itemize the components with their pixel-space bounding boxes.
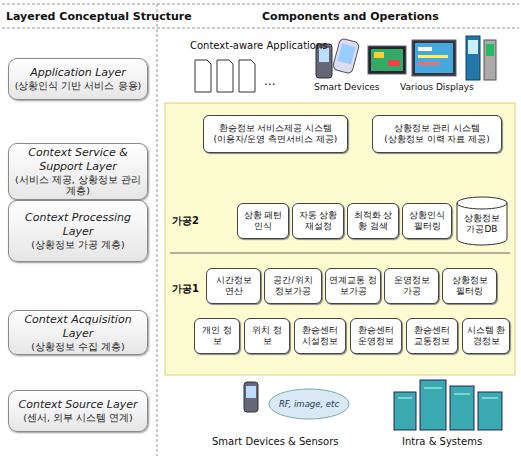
node-text: 자동 상황 재설정 <box>296 210 340 232</box>
label-text: Intra & Systems <box>402 436 482 447</box>
node-text: RF, image, etc <box>279 399 339 409</box>
node-text: 공간/위치 정보가공 <box>268 275 318 297</box>
label-text: 가공1 <box>172 282 199 296</box>
label-text: Layered Conceptual Structure <box>6 10 192 23</box>
node-text: 상황 패턴인식 <box>241 210 285 232</box>
layer-box: Context Processing Layer(상황정보 가공 계층) <box>8 200 148 262</box>
node-text: (이용자/운영 측면서비스 제공) <box>214 134 338 145</box>
component-box: 운영정보 가공 <box>384 268 439 304</box>
component-box: 상황 패턴인식 <box>237 203 289 239</box>
label-text: 가공2 <box>172 214 199 228</box>
component-box: 위치 정보 <box>244 318 290 354</box>
node-text: 상황정보 필터링 <box>446 275 493 297</box>
layer-box: Application Layer(상황인식 기반 서비스 응용) <box>8 58 148 100</box>
signal-ellipse: RF, image, etc <box>268 388 350 420</box>
node-text: Application Layer <box>30 66 126 80</box>
node-text: (센서, 외부 시스템 연계) <box>23 412 133 424</box>
label-text: Context-aware Applications <box>190 40 328 51</box>
label-text: Smart Devices & Sensors <box>212 436 338 447</box>
component-box: 자동 상황 재설정 <box>292 203 344 239</box>
node-text: 환승정보 서비스제공 시스템 <box>219 123 333 134</box>
node-text: 환승센터 교통정보 <box>410 325 454 347</box>
component-box: 연계교통 정보가공 <box>325 268 381 304</box>
node-text: (상황정보 수집 계층) <box>31 341 124 353</box>
label-text: Components and Operations <box>262 10 439 23</box>
component-box: 환승센터 교통정보 <box>406 318 458 354</box>
node-text: (서비스 제공, 상황정보 관리 계층) <box>13 174 143 198</box>
layer-box: Context Service & Support Layer(서비스 제공, … <box>8 143 148 200</box>
node-text: Context Source Layer <box>19 398 138 412</box>
node-text: 상황인식 필터링 <box>406 210 448 232</box>
component-box: 환승센터 시설정보 <box>294 318 346 354</box>
component-box: 공간/위치 정보가공 <box>264 268 322 304</box>
node-text: 시간정보 연산 <box>210 275 257 297</box>
component-box: 상황정보 관리 시스템(상황정보 이력 자료 제공) <box>372 115 502 153</box>
layer-box: Context Acquisition Layer(상황정보 수집 계층) <box>8 310 148 355</box>
node-text: 시스템 환경정보 <box>466 325 506 347</box>
node-text: 환승센터 시설정보 <box>298 325 342 347</box>
component-box: 시간정보 연산 <box>206 268 261 304</box>
component-box: 환승센터 운영정보 <box>350 318 402 354</box>
component-box: 상황정보 필터링 <box>442 268 497 304</box>
component-box: 시스템 환경정보 <box>462 318 510 354</box>
node-text: (상황정보 가공 계층) <box>31 239 124 251</box>
component-box: 환승정보 서비스제공 시스템(이용자/운영 측면서비스 제공) <box>203 115 348 153</box>
node-text: Context Service & Support Layer <box>13 146 143 174</box>
node-text: (상황인식 기반 서비스 응용) <box>15 80 141 92</box>
node-text: 상황정보 가공DB <box>459 213 505 235</box>
node-text: 환승센터 운영정보 <box>354 325 398 347</box>
node-text: (상황정보 이력 자료 제공) <box>384 134 490 145</box>
node-text: 운영정보 가공 <box>388 275 435 297</box>
component-box: 최적화 상황 검색 <box>347 203 399 239</box>
node-text: Context Processing Layer <box>13 211 143 239</box>
node-text: 위치 정보 <box>248 325 286 347</box>
component-box: 상황인식 필터링 <box>402 203 452 239</box>
node-text: 최적화 상황 검색 <box>351 210 395 232</box>
node-text: Context Acquisition Layer <box>13 313 143 341</box>
node-text: 연계교통 정보가공 <box>329 275 377 297</box>
component-box: 개인 정보 <box>194 318 240 354</box>
label-text: Various Displays <box>400 82 474 92</box>
label-text: Smart Devices <box>314 82 380 92</box>
node-text: 개인 정보 <box>198 325 236 347</box>
label-text: ... <box>264 74 275 88</box>
node-text: 상황정보 관리 시스템 <box>394 123 481 134</box>
database-cylinder: 상황정보 가공DB <box>456 196 508 246</box>
layer-box: Context Source Layer(센서, 외부 시스템 연계) <box>8 390 148 432</box>
